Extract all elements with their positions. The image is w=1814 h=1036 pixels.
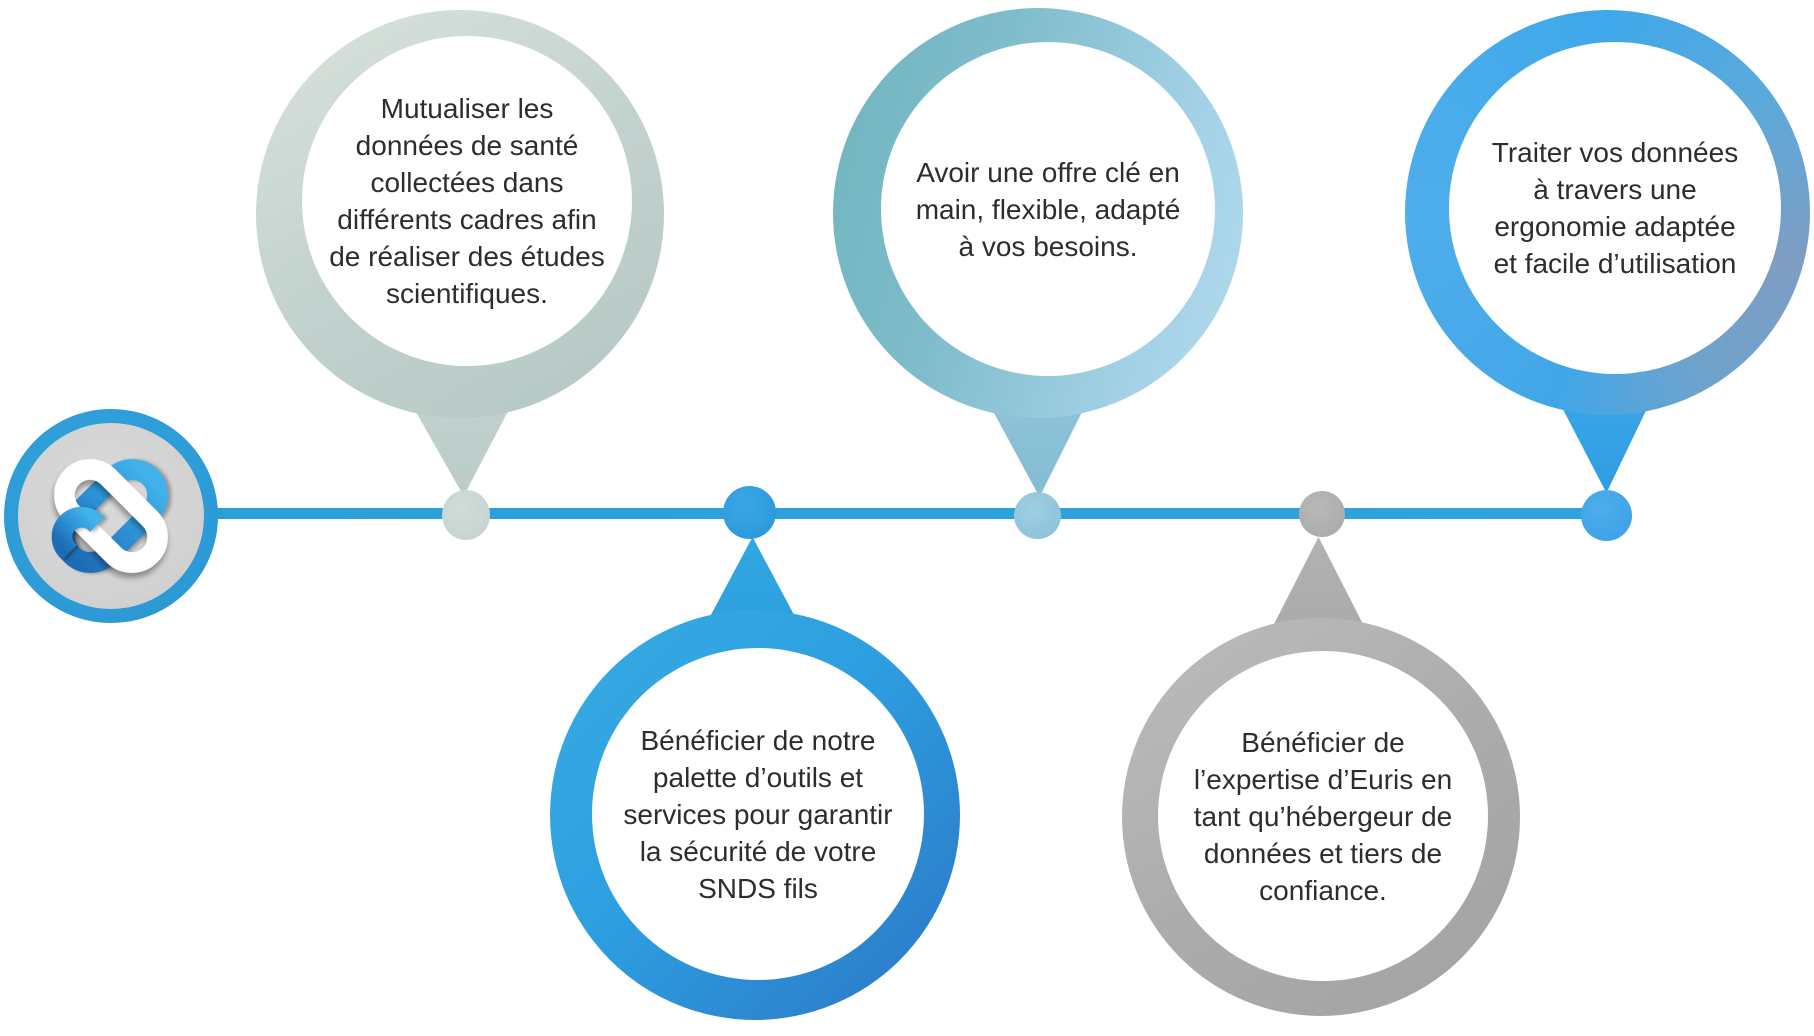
timeline-node	[1014, 492, 1061, 539]
step-bubble-face: Traiter vos données à travers une ergono…	[1449, 42, 1781, 374]
step-bubble: Traiter vos données à travers une ergono…	[1405, 10, 1810, 415]
timeline-node	[723, 486, 776, 539]
step-bubble-face: Bénéficier de notre palette d’outils et …	[592, 648, 924, 980]
interlocked-links-icon	[42, 459, 168, 585]
timeline-line	[198, 508, 1630, 519]
timeline-node	[442, 490, 490, 540]
step-bubble-face: Mutualiser les données de santé collecté…	[302, 36, 632, 366]
step-text: Mutualiser les données de santé collecté…	[329, 93, 605, 309]
step-text: Bénéficier de notre palette d’outils et …	[623, 724, 893, 904]
bubble-tail	[1272, 537, 1365, 628]
step-bubble: Bénéficier de notre palette d’outils et …	[550, 610, 960, 1020]
step-text: Avoir une offre clé en main, flexible, a…	[915, 156, 1181, 262]
timeline-node	[1299, 491, 1345, 537]
step-bubble: Mutualiser les données de santé collecté…	[256, 10, 664, 418]
step-bubble: Avoir une offre clé en main, flexible, a…	[833, 8, 1243, 418]
logo-badge-face	[18, 423, 204, 609]
logo-badge	[4, 409, 218, 623]
step-bubble-face: Bénéficier de l’expertise d’Euris en tan…	[1158, 651, 1488, 981]
step-text: Traiter vos données à travers une ergono…	[1491, 137, 1739, 279]
step-text: Bénéficier de l’expertise d’Euris en tan…	[1193, 726, 1453, 906]
step-bubble-face: Avoir une offre clé en main, flexible, a…	[881, 42, 1215, 376]
step-bubble: Bénéficier de l’expertise d’Euris en tan…	[1122, 618, 1520, 1016]
timeline-node	[1581, 490, 1632, 541]
